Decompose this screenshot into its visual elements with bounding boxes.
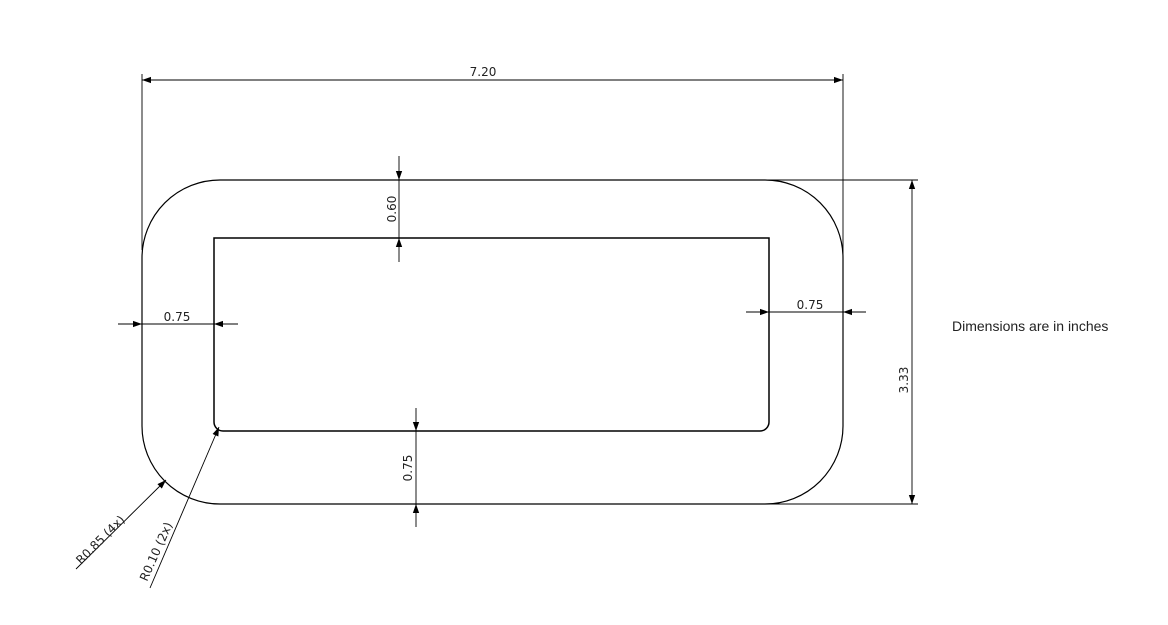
- dim-label-bottom-wall: 0.75: [401, 455, 415, 482]
- dimension-right-wall: 0.75: [746, 298, 866, 316]
- inner-cutout: [213, 237, 770, 432]
- dim-label-left-wall: 0.75: [164, 310, 191, 324]
- dim-label-right-wall: 0.75: [797, 298, 824, 312]
- dimension-overall-width: 7.20: [141, 65, 844, 256]
- dimension-overall-height: 3.33: [768, 179, 918, 505]
- dimension-left-wall: 0.75: [118, 310, 238, 328]
- dim-label-overall-width: 7.20: [470, 65, 497, 79]
- dimension-top-wall: 0.60: [385, 156, 403, 262]
- dim-label-overall-height: 3.33: [897, 367, 911, 394]
- outer-profile: [141, 179, 844, 505]
- dimension-bottom-wall: 0.75: [401, 408, 420, 527]
- dim-label-top-wall: 0.60: [385, 196, 399, 223]
- label-outer-radius: R0.85 (4x): [73, 513, 127, 567]
- leader-inner-radius: R0.10 (2x): [137, 426, 220, 589]
- units-note: Dimensions are in inches: [952, 318, 1108, 334]
